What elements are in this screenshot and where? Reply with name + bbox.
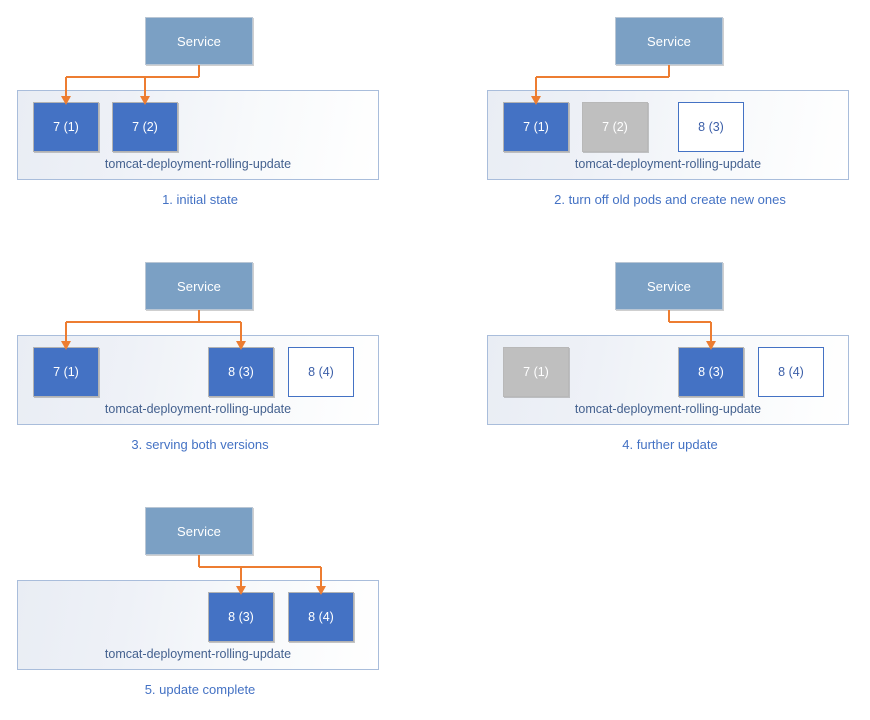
- panel-1: tomcat-deployment-rolling-update 7 (1) 7 (…: [0, 0, 435, 230]
- pod-box: 7 (1): [503, 347, 569, 397]
- panel-caption: 5. update complete: [144, 682, 256, 697]
- deployment-name-label: tomcat-deployment-rolling-update: [104, 402, 292, 416]
- panel-caption: 1. initial state: [162, 192, 238, 207]
- pod-label: 7 (1): [523, 365, 549, 379]
- deployment-name-label: tomcat-deployment-rolling-update: [574, 157, 762, 171]
- pod-box: 8 (4): [288, 347, 354, 397]
- deployment-name-label: tomcat-deployment-rolling-update: [574, 402, 762, 416]
- pod-box: 8 (3): [678, 347, 744, 397]
- pod-label: 7 (1): [53, 120, 79, 134]
- pod-box: 8 (4): [758, 347, 824, 397]
- panel-4: tomcat-deployment-rolling-update 7 (1) 8 (…: [470, 245, 870, 475]
- pod-box: 8 (3): [208, 347, 274, 397]
- service-label: Service: [176, 278, 222, 294]
- panel-caption: 3. serving both versions: [131, 437, 269, 452]
- deployment-name-label: tomcat-deployment-rolling-update: [104, 647, 292, 661]
- service-label: Service: [176, 523, 222, 539]
- pod-label: 8 (3): [698, 120, 724, 134]
- service-label: Service: [646, 278, 692, 294]
- panel-5: tomcat-deployment-rolling-update 8 (3) 8 (…: [0, 490, 435, 720]
- deployment-name-label: tomcat-deployment-rolling-update: [104, 157, 292, 171]
- pod-box: 8 (4): [288, 592, 354, 642]
- pod-label: 8 (3): [698, 365, 724, 379]
- pod-box: 7 (1): [503, 102, 569, 152]
- pod-box: 7 (2): [582, 102, 648, 152]
- panel-3: tomcat-deployment-rolling-update 7 (1) 8 (…: [0, 245, 435, 475]
- pod-box: 7 (1): [33, 102, 99, 152]
- panel-caption: 2. turn off old pods and create new ones: [554, 192, 786, 207]
- panel-caption: 4. further update: [622, 437, 718, 452]
- pod-label: 7 (2): [602, 120, 628, 134]
- pod-label: 8 (3): [228, 610, 254, 624]
- pod-label: 8 (4): [778, 365, 804, 379]
- service-box: Service: [145, 17, 253, 65]
- service-box: Service: [615, 262, 723, 310]
- panel-2: tomcat-deployment-rolling-update 7 (1) 7 (…: [470, 0, 870, 230]
- pod-label: 7 (2): [132, 120, 158, 134]
- pod-label: 7 (1): [53, 365, 79, 379]
- pod-label: 7 (1): [523, 120, 549, 134]
- pod-label: 8 (4): [308, 365, 334, 379]
- service-label: Service: [646, 33, 692, 49]
- pod-box: 8 (3): [678, 102, 744, 152]
- service-box: Service: [145, 262, 253, 310]
- service-box: Service: [145, 507, 253, 555]
- pod-box: 7 (1): [33, 347, 99, 397]
- pod-box: 8 (3): [208, 592, 274, 642]
- pod-box: 7 (2): [112, 102, 178, 152]
- pod-label: 8 (4): [308, 610, 334, 624]
- pod-label: 8 (3): [228, 365, 254, 379]
- service-label: Service: [176, 33, 222, 49]
- service-box: Service: [615, 17, 723, 65]
